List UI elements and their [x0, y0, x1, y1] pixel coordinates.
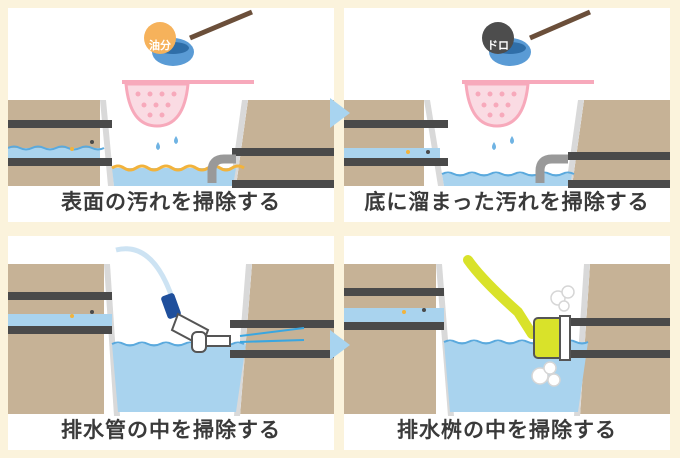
panel-caption: 排水管の中を掃除する [61, 418, 281, 442]
oil-badge [144, 22, 176, 54]
drainpipe-cleaning-illustration [8, 246, 334, 416]
hose-nozzle-icon [161, 293, 231, 353]
arrow-right-icon [330, 330, 350, 360]
panel-caption: 底に溜まった汚れを掃除する [364, 190, 650, 214]
panel-surface-cleaning: 油分 表面の汚れを掃除する [8, 8, 334, 222]
oil-badge-label: 油分 [149, 39, 171, 52]
mud-badge [482, 22, 514, 54]
panel-caption: 排水桝の中を掃除する [397, 418, 617, 442]
arrow-right-icon [330, 98, 350, 128]
panel-caption: 表面の汚れを掃除する [61, 190, 281, 214]
panel-drainpipe-cleaning: 排水管の中を掃除する [8, 236, 334, 450]
bottom-cleaning-illustration [344, 9, 670, 188]
surface-cleaning-illustration [8, 9, 334, 188]
foam-bubbles [531, 285, 575, 387]
panel-bottom-cleaning: ドロ 底に溜まった汚れを掃除する [344, 8, 670, 222]
brush-icon [463, 255, 571, 361]
catch-basin-cleaning-illustration [344, 255, 670, 416]
panel-catch-basin-cleaning: 排水桝の中を掃除する [344, 236, 670, 450]
mud-badge-label: ドロ [487, 39, 509, 52]
